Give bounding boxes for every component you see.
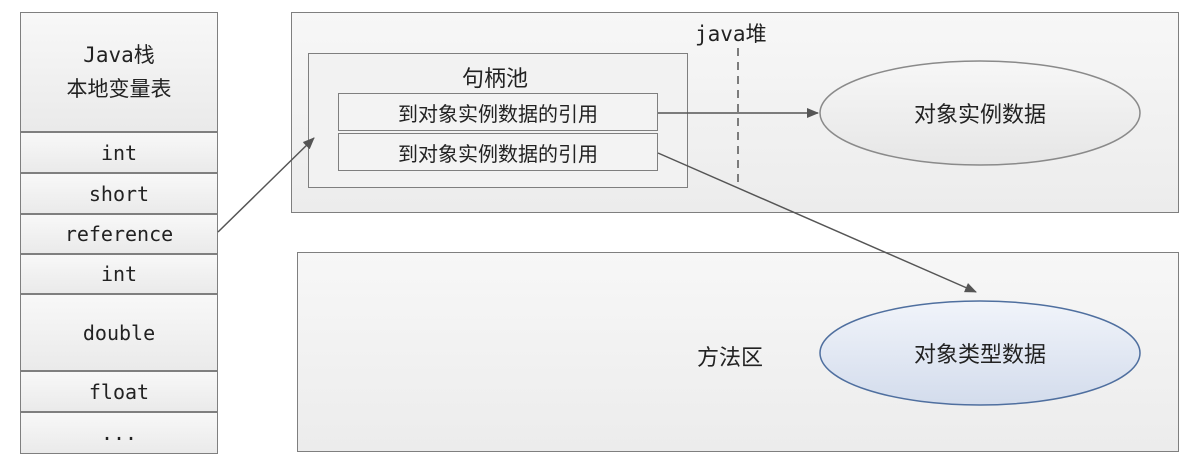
arrow-reference-to-handle-pool	[217, 137, 315, 233]
handle-row-2: 到对象实例数据的引用	[338, 133, 658, 171]
stack-slot-short: short	[20, 173, 218, 214]
stack-slot-double: double	[20, 294, 218, 371]
stack-title: Java栈	[83, 43, 155, 67]
handle-pool-title: 句柄池	[462, 67, 529, 92]
handle-row-1: 到对象实例数据的引用	[338, 93, 658, 131]
arrow-handle-to-type-data	[657, 152, 977, 293]
stack-slot-float: float	[20, 371, 218, 412]
stack-header: Java栈 本地变量表	[20, 12, 218, 132]
instance-data-label: 对象实例数据	[913, 103, 1046, 128]
local-variable-table-title: 本地变量表	[66, 77, 172, 101]
java-heap-label: java堆	[695, 22, 767, 46]
instance-data-ellipse	[819, 60, 1141, 166]
stack-slot-reference: reference	[20, 214, 218, 254]
type-data-ellipse	[819, 300, 1141, 406]
type-data-label: 对象类型数据	[913, 343, 1046, 368]
method-area-label: 方法区	[697, 346, 764, 371]
stack-slot-ellipsis: ...	[20, 412, 218, 454]
stack-slot-int-2: int	[20, 254, 218, 294]
stack-slot-int: int	[20, 132, 218, 173]
